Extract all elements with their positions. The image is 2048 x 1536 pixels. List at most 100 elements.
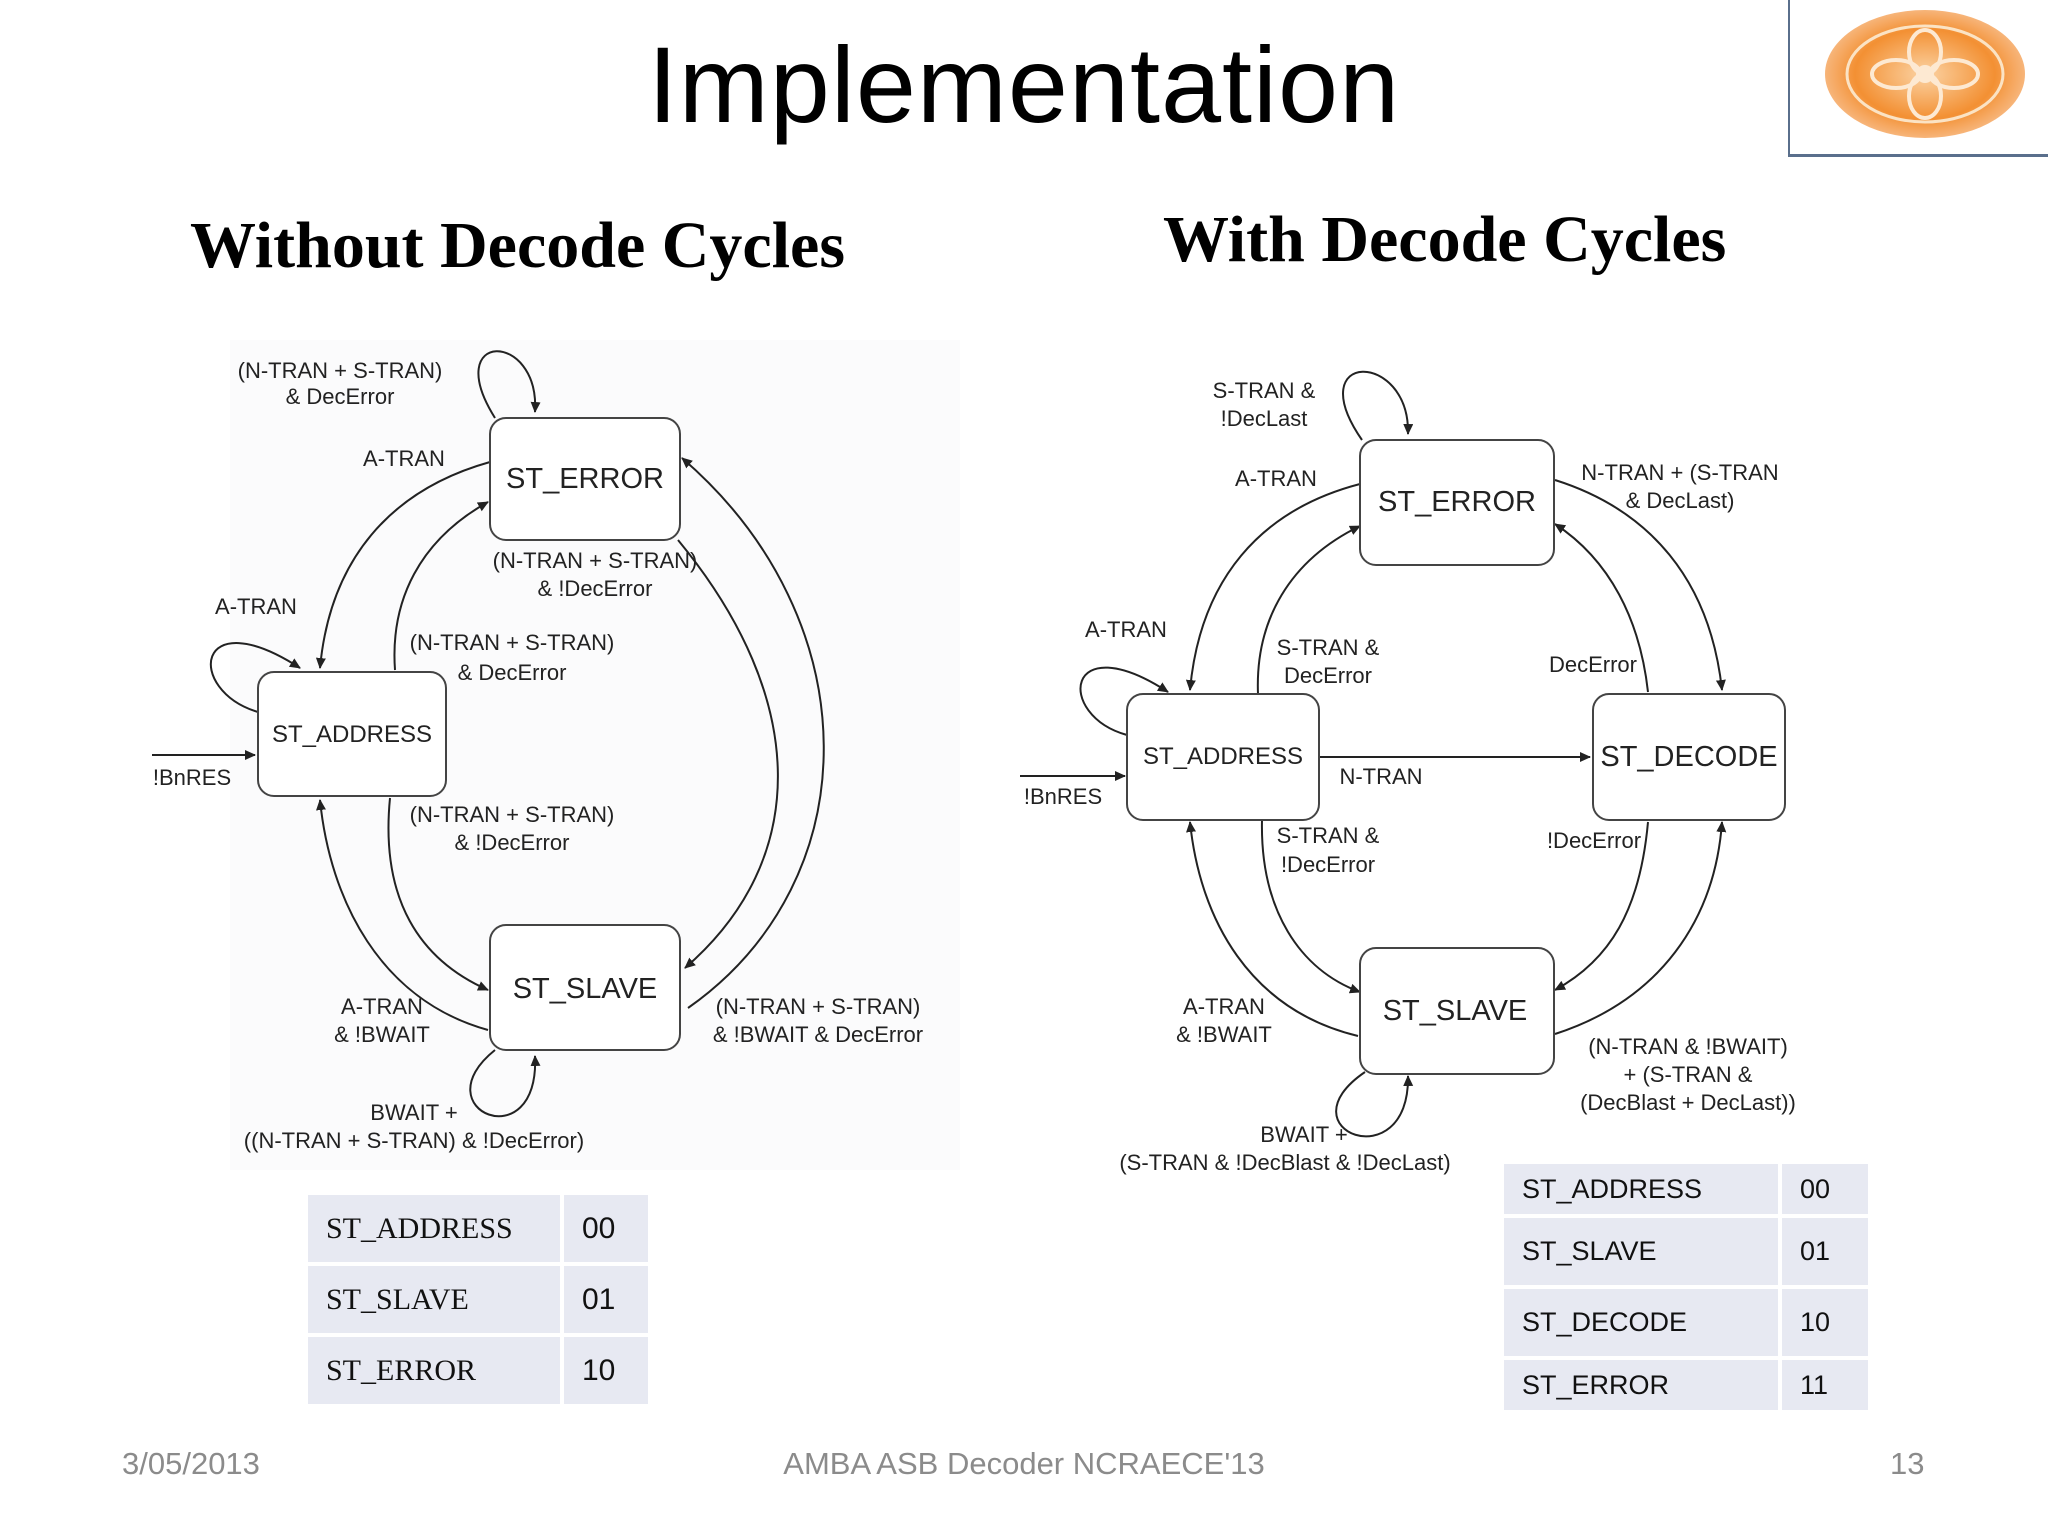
right-state-decode: ST_DECODE [1600, 741, 1777, 773]
orange-flower-emblem-icon [1825, 10, 2025, 138]
left-label-err-to-slave-2: & !DecError [538, 576, 653, 601]
right-label-err-to-dec-1: N-TRAN + (S-TRAN [1581, 460, 1778, 485]
table-row: ST_DECODE 10 [1504, 1289, 1868, 1356]
left-state-error: ST_ERROR [506, 463, 664, 495]
left-edge-error-to-address [315, 461, 491, 669]
slide-title: Implementation [647, 24, 1401, 145]
left-label-atran-error: A-TRAN [363, 446, 445, 471]
right-label-slave-self-1: BWAIT + [1260, 1122, 1347, 1147]
table-row: ST_ADDRESS 00 [1504, 1164, 1868, 1214]
right-label-err-to-dec-2: & DecLast) [1626, 488, 1735, 513]
table-cell-state: ST_ERROR [308, 1337, 560, 1404]
table-row: ST_SLAVE 01 [308, 1266, 648, 1333]
right-label-addr-to-slave-1: S-TRAN & [1277, 823, 1380, 848]
left-edge-address-to-error [393, 501, 489, 671]
right-label-error-self-1: S-TRAN & [1213, 378, 1316, 403]
right-label-slave-to-addr-2: & !BWAIT [1176, 1022, 1272, 1047]
right-edge-error-self [1342, 370, 1414, 441]
right-label-dec-to-slave: !DecError [1547, 828, 1641, 853]
left-label-addr-to-slave-1: (N-TRAN + S-TRAN) [410, 802, 615, 827]
right-edge-address-to-slave [1260, 819, 1361, 994]
table-cell-code: 11 [1782, 1360, 1868, 1410]
right-label-addr-to-slave-2: !DecError [1281, 852, 1375, 877]
right-label-addr-to-dec: N-TRAN [1339, 764, 1422, 789]
table-cell-state: ST_SLAVE [308, 1266, 560, 1333]
right-edge-error-to-decode [1554, 479, 1726, 691]
table-row: ST_ADDRESS 00 [308, 1195, 648, 1262]
right-label-slave-to-addr-1: A-TRAN [1183, 994, 1265, 1019]
table-cell-code: 00 [1782, 1164, 1868, 1214]
right-label-dec-to-err: DecError [1549, 652, 1637, 677]
right-state-address-box [1126, 693, 1320, 821]
right-label-slave-to-dec-2: + (S-TRAN & [1624, 1062, 1753, 1087]
left-section-title: Without Decode Cycles [190, 209, 846, 282]
left-label-atran-address: A-TRAN [215, 594, 297, 619]
left-edge-error-self [477, 350, 541, 419]
left-edge-address-to-slave [387, 797, 489, 991]
right-state-error: ST_ERROR [1378, 486, 1536, 518]
left-label-slave-to-addr-2: & !BWAIT [334, 1022, 430, 1047]
table-cell-state: ST_DECODE [1504, 1289, 1778, 1356]
table-row: ST_SLAVE 01 [1504, 1218, 1868, 1285]
table-cell-code: 10 [1782, 1289, 1868, 1356]
table-cell-code: 10 [564, 1337, 648, 1404]
left-state-slave-box [489, 924, 681, 1051]
table-cell-code: 00 [564, 1195, 648, 1262]
right-state-error-box [1359, 439, 1555, 566]
left-label-addr-to-err-2: & DecError [458, 660, 567, 685]
left-state-error-box [489, 417, 681, 541]
table-cell-state: ST_ERROR [1504, 1360, 1778, 1410]
right-label-atran-address: A-TRAN [1085, 617, 1167, 642]
right-edge-address-to-error [1256, 525, 1361, 695]
right-section-title: With Decode Cycles [1163, 203, 1727, 276]
table-row: ST_ERROR 11 [1504, 1360, 1868, 1410]
left-edge-address-self [209, 642, 301, 713]
footer-page-number: 13 [1890, 1446, 1925, 1481]
right-state-slave-box [1359, 947, 1555, 1075]
right-edge-decode-to-slave [1554, 821, 1649, 991]
right-state-slave: ST_SLAVE [1383, 995, 1528, 1027]
left-label-error-self-2: & DecError [286, 384, 395, 409]
right-encoding-table: ST_ADDRESS 00 ST_SLAVE 01 ST_DECODE 10 S… [1500, 1160, 1872, 1414]
left-label-slave-self-1: BWAIT + [370, 1100, 457, 1125]
footer-date: 3/05/2013 [122, 1446, 260, 1481]
left-label-slave-to-err-1: (N-TRAN + S-TRAN) [716, 994, 921, 1019]
left-label-slave-self-2: ((N-TRAN + S-TRAN) & !DecError) [244, 1128, 584, 1153]
right-label-error-self-2: !DecLast [1221, 406, 1308, 431]
right-edge-slave-to-decode [1554, 821, 1727, 1035]
left-state-address-box [257, 671, 447, 797]
left-label-slave-to-addr-1: A-TRAN [341, 994, 423, 1019]
left-edge-slave-self [469, 1049, 541, 1118]
left-encoding-table: ST_ADDRESS 00 ST_SLAVE 01 ST_ERROR 10 [304, 1191, 652, 1408]
right-edge-decode-to-error [1554, 523, 1649, 693]
right-edge-slave-self [1335, 1071, 1414, 1138]
footer-title: AMBA ASB Decoder NCRAECE'13 [783, 1446, 1265, 1481]
left-state-address: ST_ADDRESS [272, 721, 432, 748]
table-cell-state: ST_ADDRESS [1504, 1164, 1778, 1214]
left-label-addr-to-err-1: (N-TRAN + S-TRAN) [410, 630, 615, 655]
left-label-slave-to-err-2: & !BWAIT & DecError [713, 1022, 923, 1047]
right-edge-slave-to-address [1186, 821, 1359, 1037]
table-cell-state: ST_SLAVE [1504, 1218, 1778, 1285]
right-label-addr-to-err-2: DecError [1284, 663, 1372, 688]
table-cell-state: ST_ADDRESS [308, 1195, 560, 1262]
left-edge-slave-to-address [316, 799, 489, 1031]
right-label-reset: !BnRES [1024, 784, 1102, 809]
right-label-addr-to-err-1: S-TRAN & [1277, 635, 1380, 660]
right-edge-error-to-address [1185, 483, 1361, 691]
right-label-slave-to-dec-1: (N-TRAN & !BWAIT) [1588, 1034, 1788, 1059]
right-edge-address-self [1079, 666, 1169, 736]
left-state-slave: ST_SLAVE [513, 973, 658, 1005]
logo-frame [1788, 0, 2048, 157]
left-label-err-to-slave-1: (N-TRAN + S-TRAN) [493, 548, 698, 573]
right-label-slave-to-dec-3: (DecBlast + DecLast)) [1580, 1090, 1796, 1115]
left-edge-slave-to-error [681, 457, 825, 1009]
table-cell-code: 01 [1782, 1218, 1868, 1285]
left-label-error-self-1: (N-TRAN + S-TRAN) [238, 358, 443, 383]
table-row: ST_ERROR 10 [308, 1337, 648, 1404]
right-label-atran-error: A-TRAN [1235, 466, 1317, 491]
table-cell-code: 01 [564, 1266, 648, 1333]
left-label-reset: !BnRES [153, 765, 231, 790]
right-label-slave-self-2: (S-TRAN & !DecBlast & !DecLast) [1119, 1150, 1450, 1175]
